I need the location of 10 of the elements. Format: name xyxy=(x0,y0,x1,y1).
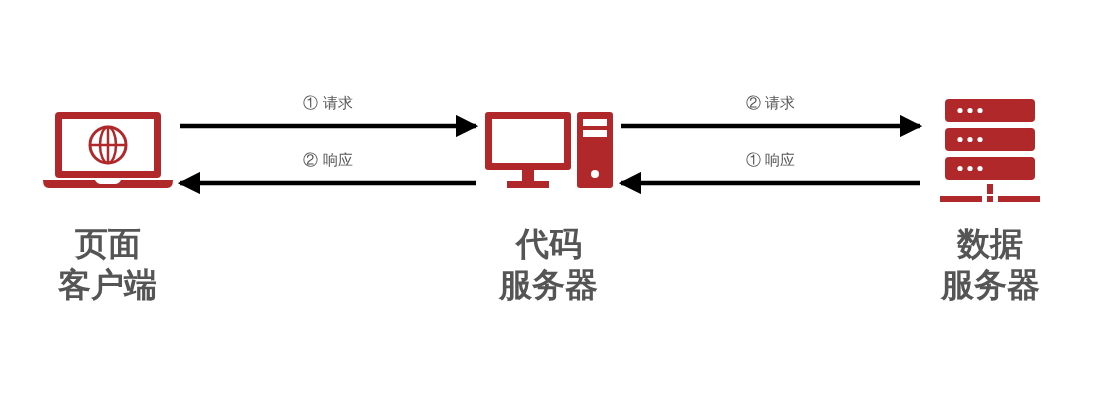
arrow xyxy=(180,114,479,138)
node-label: 客户端 xyxy=(58,265,157,306)
arrow xyxy=(618,171,920,195)
node-label: 服务器 xyxy=(940,265,1040,306)
arrow xyxy=(621,114,923,138)
node-label: 数据 xyxy=(957,224,1023,264)
node-label: 代码 xyxy=(515,224,582,264)
node-label: 服务器 xyxy=(499,265,598,306)
arrow xyxy=(177,171,476,195)
node-label: 页面 xyxy=(74,224,141,264)
